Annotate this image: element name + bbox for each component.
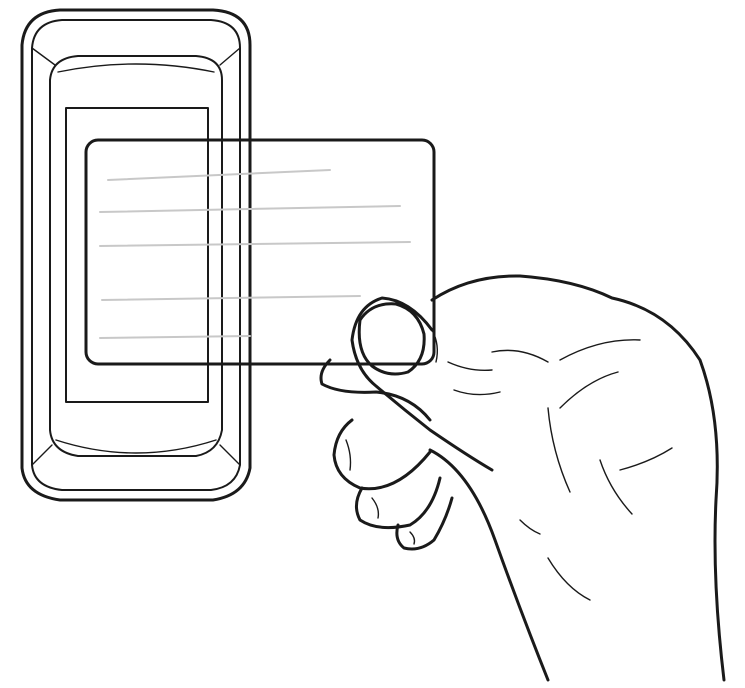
access-card xyxy=(86,140,434,364)
hand-shading-stroke xyxy=(520,520,540,534)
reader-face xyxy=(50,56,222,456)
thumb-joint xyxy=(448,362,492,370)
hand-back-outline xyxy=(432,276,724,680)
reader-outer-shell xyxy=(22,10,250,500)
card-print-line xyxy=(100,242,410,246)
little-finger xyxy=(397,498,452,549)
knuckle-crease xyxy=(410,532,415,544)
card-print-line xyxy=(108,170,330,180)
reader-top-band xyxy=(58,64,214,72)
reader-bottom-band xyxy=(56,440,216,453)
hand-wrist-line xyxy=(430,450,548,680)
thumb xyxy=(352,298,500,470)
reader-bevel-corner xyxy=(32,445,52,465)
card-reader xyxy=(22,10,250,500)
reader-bevel-corner xyxy=(32,48,55,65)
hand-shading-stroke xyxy=(548,558,590,600)
hand-shading-stroke xyxy=(560,340,640,360)
hand-shading-stroke xyxy=(620,448,672,470)
knuckle-crease xyxy=(346,440,351,470)
card-print-line xyxy=(100,336,250,338)
hand-shading-stroke xyxy=(560,372,618,408)
hand-shading-stroke xyxy=(492,350,548,362)
hand-shading-stroke xyxy=(548,408,570,492)
reader-bevel-corner xyxy=(220,48,240,65)
card-print-line xyxy=(102,296,360,300)
thumb-joint xyxy=(454,390,500,395)
middle-finger xyxy=(334,420,430,489)
reader-bevel-corner xyxy=(220,445,240,465)
hand xyxy=(321,276,724,680)
knuckle-crease xyxy=(372,498,378,518)
ring-finger xyxy=(356,478,440,528)
